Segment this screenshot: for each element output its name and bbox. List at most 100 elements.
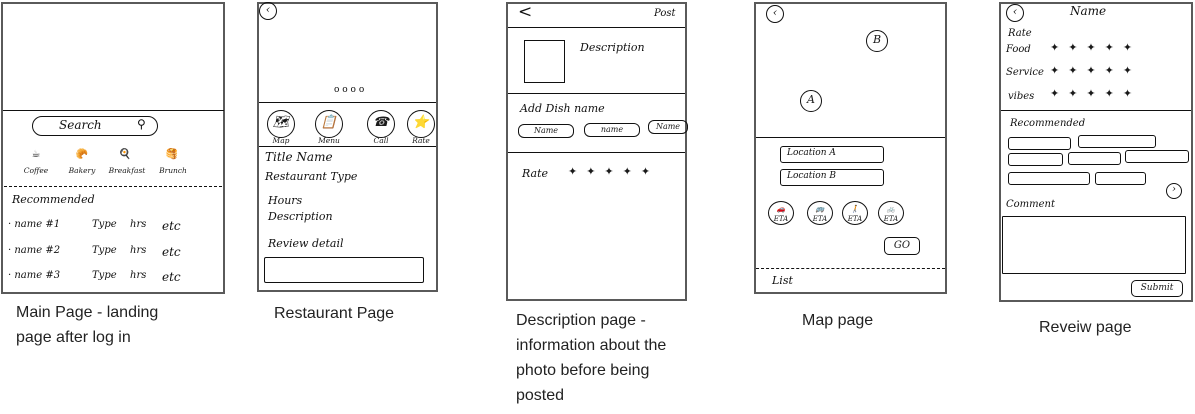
category-bakery[interactable]: Bakery <box>68 166 96 175</box>
review-title: Name <box>1070 4 1107 18</box>
menu-button-label[interactable]: Menu <box>318 136 340 145</box>
vibes-label: vibes <box>1008 91 1035 102</box>
category-breakfast[interactable]: Breakfast <box>108 166 146 175</box>
map-node-b[interactable]: B <box>866 30 888 52</box>
map-icon[interactable]: 🗺 <box>267 110 295 138</box>
walk-eta-icon[interactable]: 🚶ETA <box>842 201 868 225</box>
category-brunch[interactable]: Brunch <box>159 166 187 175</box>
call-button-label[interactable]: Call <box>373 136 389 145</box>
bike-eta-label: ETA <box>883 215 899 223</box>
recommended-chip-1[interactable] <box>1008 137 1071 150</box>
restaurant-buttons-divider <box>259 146 436 147</box>
recommended-chip-4[interactable] <box>1068 152 1121 165</box>
dish-name-tag-3[interactable]: Name <box>648 120 688 134</box>
row-type: Type <box>92 219 117 230</box>
description-caption-4: posted <box>516 387 565 404</box>
carousel-dots[interactable]: o o o o <box>334 85 365 95</box>
car-eta-icon[interactable]: 🚗ETA <box>768 201 794 225</box>
back-icon[interactable]: ‹ <box>259 2 277 20</box>
go-button[interactable]: GO <box>884 237 920 255</box>
recommended-chip-5[interactable] <box>1125 150 1189 163</box>
description-label: Description <box>580 41 645 54</box>
row-etc: etc <box>162 270 181 284</box>
main-page-frame <box>1 2 225 294</box>
category-coffee[interactable]: Coffee <box>23 166 49 175</box>
comment-label: Comment <box>1006 199 1056 210</box>
restaurant-page-frame <box>257 2 438 292</box>
review-detail-box[interactable] <box>264 257 424 283</box>
comment-textarea[interactable] <box>1002 216 1186 274</box>
rate-button-label[interactable]: Rate <box>412 136 430 145</box>
description-rate-label: Rate <box>522 167 549 180</box>
bakery-icon[interactable]: 🥐 <box>75 149 89 160</box>
location-b-input[interactable]: Location B <box>780 169 884 186</box>
description-caption-1: Description page - <box>516 312 646 329</box>
description-caption-3: photo before being <box>516 362 650 379</box>
row-type: Type <box>92 245 117 256</box>
search-bar[interactable]: Search ⚲ <box>32 116 158 136</box>
review-rate-label: Rate <box>1008 28 1032 39</box>
breakfast-icon[interactable]: 🍳 <box>118 149 132 160</box>
food-rating-stars[interactable]: ✦✦✦✦✦ <box>1050 41 1142 54</box>
call-icon[interactable]: ☎ <box>367 110 395 138</box>
description-caption-2: information about the <box>516 337 667 354</box>
row-name: · name #1 <box>8 219 61 230</box>
menu-icon[interactable]: 📋 <box>315 110 343 138</box>
dish-name-tag-2[interactable]: name <box>584 123 640 137</box>
back-icon[interactable]: ‹ <box>1006 4 1024 22</box>
review-recommended-label: Recommended <box>1010 118 1086 129</box>
bike-eta-icon[interactable]: 🚲ETA <box>878 201 904 225</box>
row-hrs: hrs <box>130 270 147 281</box>
service-rating-stars[interactable]: ✦✦✦✦✦ <box>1050 64 1142 77</box>
main-dashed-divider <box>4 186 222 187</box>
description-rating-stars[interactable]: ✦✦✦✦✦ <box>568 165 660 178</box>
row-name: · name #2 <box>8 245 61 256</box>
rate-icon[interactable]: ⭐ <box>407 110 435 138</box>
row-hrs: hrs <box>130 245 147 256</box>
recommended-chip-6[interactable] <box>1008 172 1090 185</box>
main-recommended-label: Recommended <box>12 193 95 206</box>
map-divider <box>756 137 945 138</box>
next-chevron-icon[interactable]: › <box>1166 183 1182 199</box>
brunch-icon[interactable]: 🥞 <box>165 149 179 160</box>
search-icon[interactable]: ⚲ <box>137 117 146 131</box>
row-type: Type <box>92 270 117 281</box>
recommended-chip-3[interactable] <box>1008 153 1063 166</box>
recommended-chip-2[interactable] <box>1078 135 1156 148</box>
restaurant-description: Description <box>268 210 333 223</box>
description-page-frame <box>506 2 687 301</box>
location-b-label: Location B <box>787 171 836 181</box>
row-etc: etc <box>162 219 181 233</box>
transit-eta-icon[interactable]: 🚌ETA <box>807 201 833 225</box>
photo-thumbnail[interactable] <box>524 40 565 83</box>
dish-name-tag-1[interactable]: Name <box>518 124 574 138</box>
back-icon[interactable]: < <box>518 2 533 22</box>
walk-eta-label: ETA <box>847 215 863 223</box>
service-label: Service <box>1006 67 1044 78</box>
main-page-caption-line2: page after log in <box>16 329 131 346</box>
map-button-label[interactable]: Map <box>272 136 290 145</box>
map-list-label[interactable]: List <box>772 274 793 287</box>
row-hrs: hrs <box>130 219 147 230</box>
row-etc: etc <box>162 245 181 259</box>
main-image-divider <box>3 110 224 111</box>
recommended-chip-7[interactable] <box>1095 172 1146 185</box>
location-a-input[interactable]: Location A <box>780 146 884 163</box>
coffee-icon[interactable]: ☕ <box>31 149 41 160</box>
map-list-divider <box>756 268 945 269</box>
description-dish-divider <box>508 152 685 153</box>
vibes-rating-stars[interactable]: ✦✦✦✦✦ <box>1050 87 1142 100</box>
review-rating-divider <box>1001 110 1191 111</box>
review-page-caption: Reveiw page <box>1039 319 1132 336</box>
submit-button[interactable]: Submit <box>1131 280 1183 297</box>
back-icon[interactable]: ‹ <box>766 5 784 23</box>
transit-eta-label: ETA <box>812 215 828 223</box>
restaurant-hours: Hours <box>268 194 303 207</box>
food-label: Food <box>1006 44 1031 55</box>
restaurant-title: Title Name <box>265 150 333 164</box>
description-header-divider <box>508 27 685 28</box>
location-a-label: Location A <box>787 148 836 158</box>
car-eta-label: ETA <box>773 215 789 223</box>
map-node-a[interactable]: A <box>800 90 822 112</box>
post-button[interactable]: Post <box>654 8 676 19</box>
